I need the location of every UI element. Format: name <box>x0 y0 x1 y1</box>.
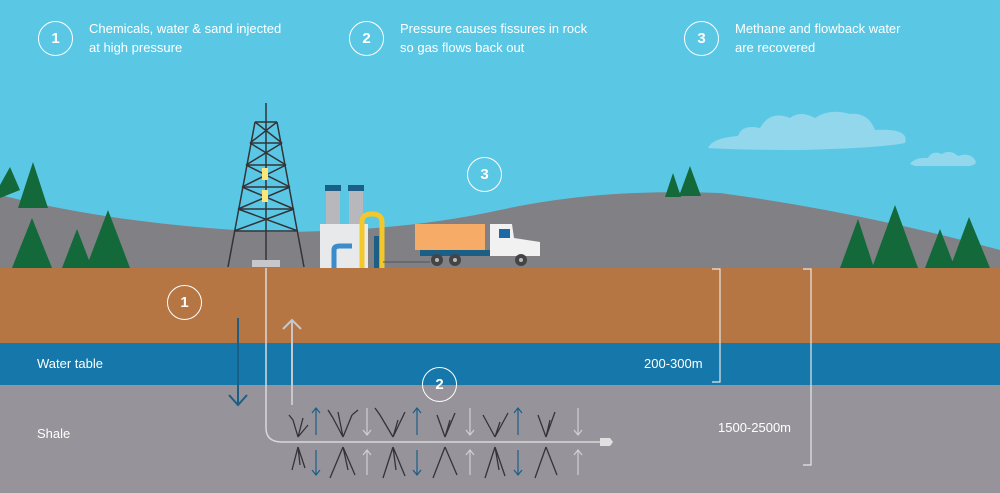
step-text: are recovered <box>735 40 816 55</box>
water-table-label: Water table <box>37 356 103 371</box>
arrow-down-icon <box>362 408 583 436</box>
processing-plant-icon <box>320 185 430 268</box>
arrow-up-icon <box>282 318 302 405</box>
step-number-badge: 2 <box>349 21 384 56</box>
arrow-up-icon <box>311 407 523 435</box>
shale-depth-label: 1500-2500m <box>718 420 791 435</box>
tree-icon <box>0 162 990 268</box>
water-depth-label: 200-300m <box>644 356 703 371</box>
arrow-up-icon <box>362 449 583 475</box>
marker-3: 3 <box>467 157 502 192</box>
depth-bracket <box>712 268 812 466</box>
marker-1: 1 <box>167 285 202 320</box>
step-text: Pressure causes fissures in rock <box>400 21 588 36</box>
step-number-badge: 3 <box>684 21 719 56</box>
step-text: at high pressure <box>89 40 183 55</box>
step-text: Chemicals, water & sand injected <box>89 21 282 36</box>
step-number-badge: 1 <box>38 21 73 56</box>
step-3: 3 Methane and flowback water are recovere… <box>684 21 900 57</box>
well-bore <box>265 268 600 443</box>
tanker-truck-icon <box>415 224 540 266</box>
step-text: so gas flows back out <box>400 40 525 55</box>
water-table-layer <box>0 343 1000 385</box>
arrow-down-icon <box>228 318 248 407</box>
step-text: Methane and flowback water <box>735 21 901 36</box>
cloud-icon <box>708 111 976 166</box>
marker-2: 2 <box>422 367 457 402</box>
topsoil-layer <box>0 268 1000 343</box>
fissure-icon <box>288 407 558 479</box>
shale-layer <box>0 385 1000 493</box>
arrow-down-icon <box>311 450 523 476</box>
step-1: 1 Chemicals, water & sand injected at hig… <box>38 21 281 57</box>
shale-label: Shale <box>37 426 71 441</box>
step-2: 2 Pressure causes fissures in rock so gas… <box>349 21 587 57</box>
